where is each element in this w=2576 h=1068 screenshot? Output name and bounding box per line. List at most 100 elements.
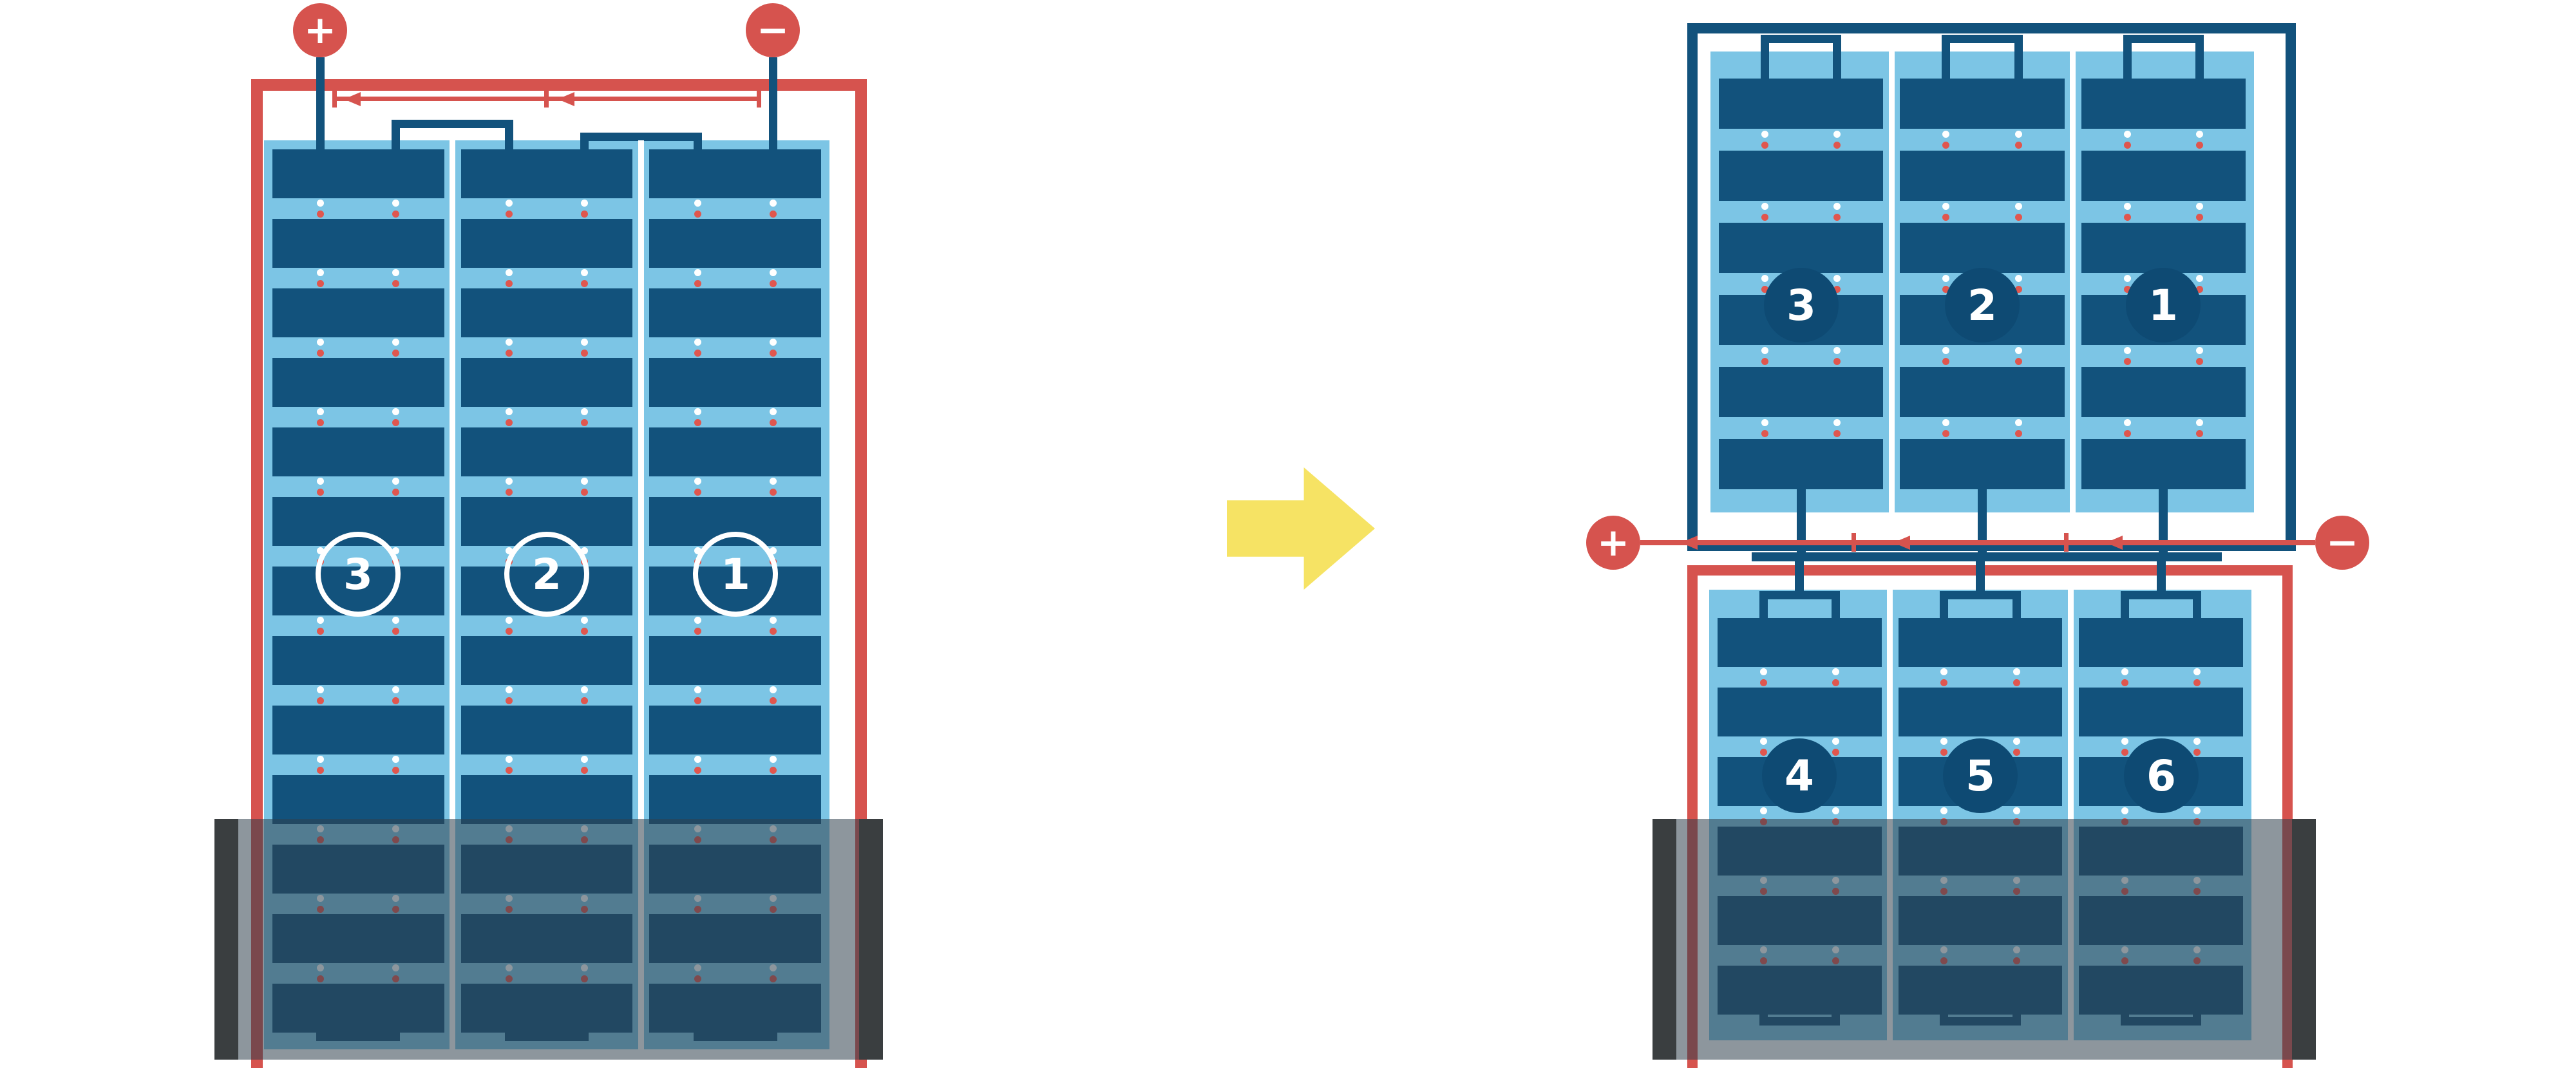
solar-cell — [272, 219, 444, 268]
solar-cell — [1898, 688, 2063, 736]
solder-dot-white — [1833, 419, 1841, 426]
cell-top-connector — [2014, 35, 2023, 79]
solder-dot-red — [1761, 142, 1768, 149]
left-top-bridge-riser — [505, 120, 513, 149]
solder-dot-white — [392, 478, 400, 485]
solder-dot-white — [505, 617, 513, 624]
solder-dot-white — [392, 686, 400, 693]
solar-cell — [649, 427, 821, 476]
cell-top-connector — [1831, 591, 1840, 621]
solder-dot-red — [694, 489, 701, 496]
solder-dot-red — [1942, 430, 1950, 437]
solder-dot-red — [769, 280, 777, 287]
solder-dot-white — [1942, 347, 1950, 354]
cell-top-connector — [2121, 591, 2202, 599]
solder-dot-white — [2014, 275, 2022, 282]
solder-dot-red — [505, 697, 513, 704]
solder-dot-white — [1832, 668, 1839, 675]
solar-cell — [460, 775, 633, 824]
cell-top-connector — [1760, 35, 1842, 43]
right-bottom-module-badge: 6 — [2124, 738, 2199, 813]
left-module-badge: 1 — [693, 532, 778, 617]
cell-top-connector — [1760, 35, 1769, 79]
solder-dot-red — [317, 767, 325, 774]
solder-dot-white — [1942, 419, 1950, 426]
solder-dot-white — [1940, 668, 1948, 675]
solder-dot-white — [1761, 131, 1768, 138]
right-shade-overlay — [1653, 819, 2316, 1060]
right-trough-wall — [1653, 819, 1676, 1060]
left-minus-lead — [769, 57, 777, 149]
right-minus-terminal: − — [2315, 516, 2369, 570]
right-current-flow-tick — [1852, 533, 1856, 552]
solder-dot-white — [694, 686, 701, 693]
right-bus-stub — [1978, 488, 1987, 555]
solar-cell — [649, 706, 821, 754]
solar-cell — [649, 219, 821, 268]
right-trough-wall — [2292, 819, 2316, 1060]
solder-dot-red — [1759, 749, 1767, 756]
module-divider — [1887, 590, 1893, 1040]
solder-dot-red — [581, 419, 589, 426]
solar-cell — [460, 636, 633, 685]
solder-dot-red — [392, 211, 400, 218]
solder-dot-white — [581, 547, 589, 554]
solder-dot-red — [317, 697, 325, 704]
cell-top-connector — [2012, 591, 2021, 621]
left-current-arrowhead-icon — [344, 92, 361, 106]
solder-dot-white — [2193, 738, 2201, 745]
solder-dot-white — [769, 547, 777, 554]
solder-dot-white — [317, 756, 325, 763]
left-plus-lead — [316, 57, 325, 149]
solder-dot-red — [769, 628, 777, 635]
solder-dot-red — [505, 628, 513, 635]
solder-dot-white — [581, 408, 589, 415]
solar-cell — [1900, 151, 2065, 201]
solar-cell — [1900, 79, 2065, 129]
solder-dot-white — [1942, 203, 1950, 210]
solder-dot-red — [694, 350, 701, 357]
solder-dot-red — [581, 350, 589, 357]
solder-dot-white — [392, 756, 400, 763]
cell-top-connector — [1759, 591, 1840, 599]
solder-dot-red — [2121, 679, 2129, 686]
solder-dot-white — [1940, 738, 1948, 745]
solder-dot-white — [1832, 807, 1839, 814]
solar-cell — [649, 288, 821, 337]
solder-dot-white — [505, 408, 513, 415]
left-trough-wall — [859, 819, 883, 1060]
solar-cell — [2081, 79, 2246, 129]
right-top-module-badge: 3 — [1764, 268, 1839, 342]
solder-dot-red — [392, 697, 400, 704]
solar-cell — [1719, 151, 1884, 201]
solder-dot-red — [505, 280, 513, 287]
solder-dot-red — [1833, 214, 1841, 221]
solder-dot-white — [1833, 131, 1841, 138]
solder-dot-red — [392, 280, 400, 287]
solder-dot-white — [505, 686, 513, 693]
solder-dot-white — [769, 686, 777, 693]
solder-dot-white — [1940, 807, 1948, 814]
solder-dot-red — [392, 489, 400, 496]
solar-cell — [1900, 439, 2065, 489]
left-current-arrowhead-icon — [558, 92, 574, 106]
solder-dot-white — [1832, 738, 1839, 745]
solder-dot-white — [1761, 419, 1768, 426]
left-top-bridge-riser — [580, 133, 589, 149]
solder-dot-red — [2196, 358, 2204, 365]
solar-cell — [272, 706, 444, 754]
right-current-flow-tick — [2064, 533, 2069, 552]
cell-top-connector — [2195, 35, 2204, 79]
solder-dot-white — [1942, 131, 1950, 138]
solder-dot-white — [392, 269, 400, 276]
left-top-bridge-bar — [392, 120, 513, 128]
solder-dot-red — [1833, 142, 1841, 149]
solder-dot-red — [2193, 679, 2201, 686]
solder-dot-red — [317, 280, 325, 287]
solar-cell — [649, 358, 821, 407]
solder-dot-red — [581, 628, 589, 635]
left-plus-terminal: + — [293, 3, 347, 57]
solder-dot-white — [581, 339, 589, 346]
solder-dot-white — [694, 547, 701, 554]
solder-dot-white — [694, 200, 701, 207]
